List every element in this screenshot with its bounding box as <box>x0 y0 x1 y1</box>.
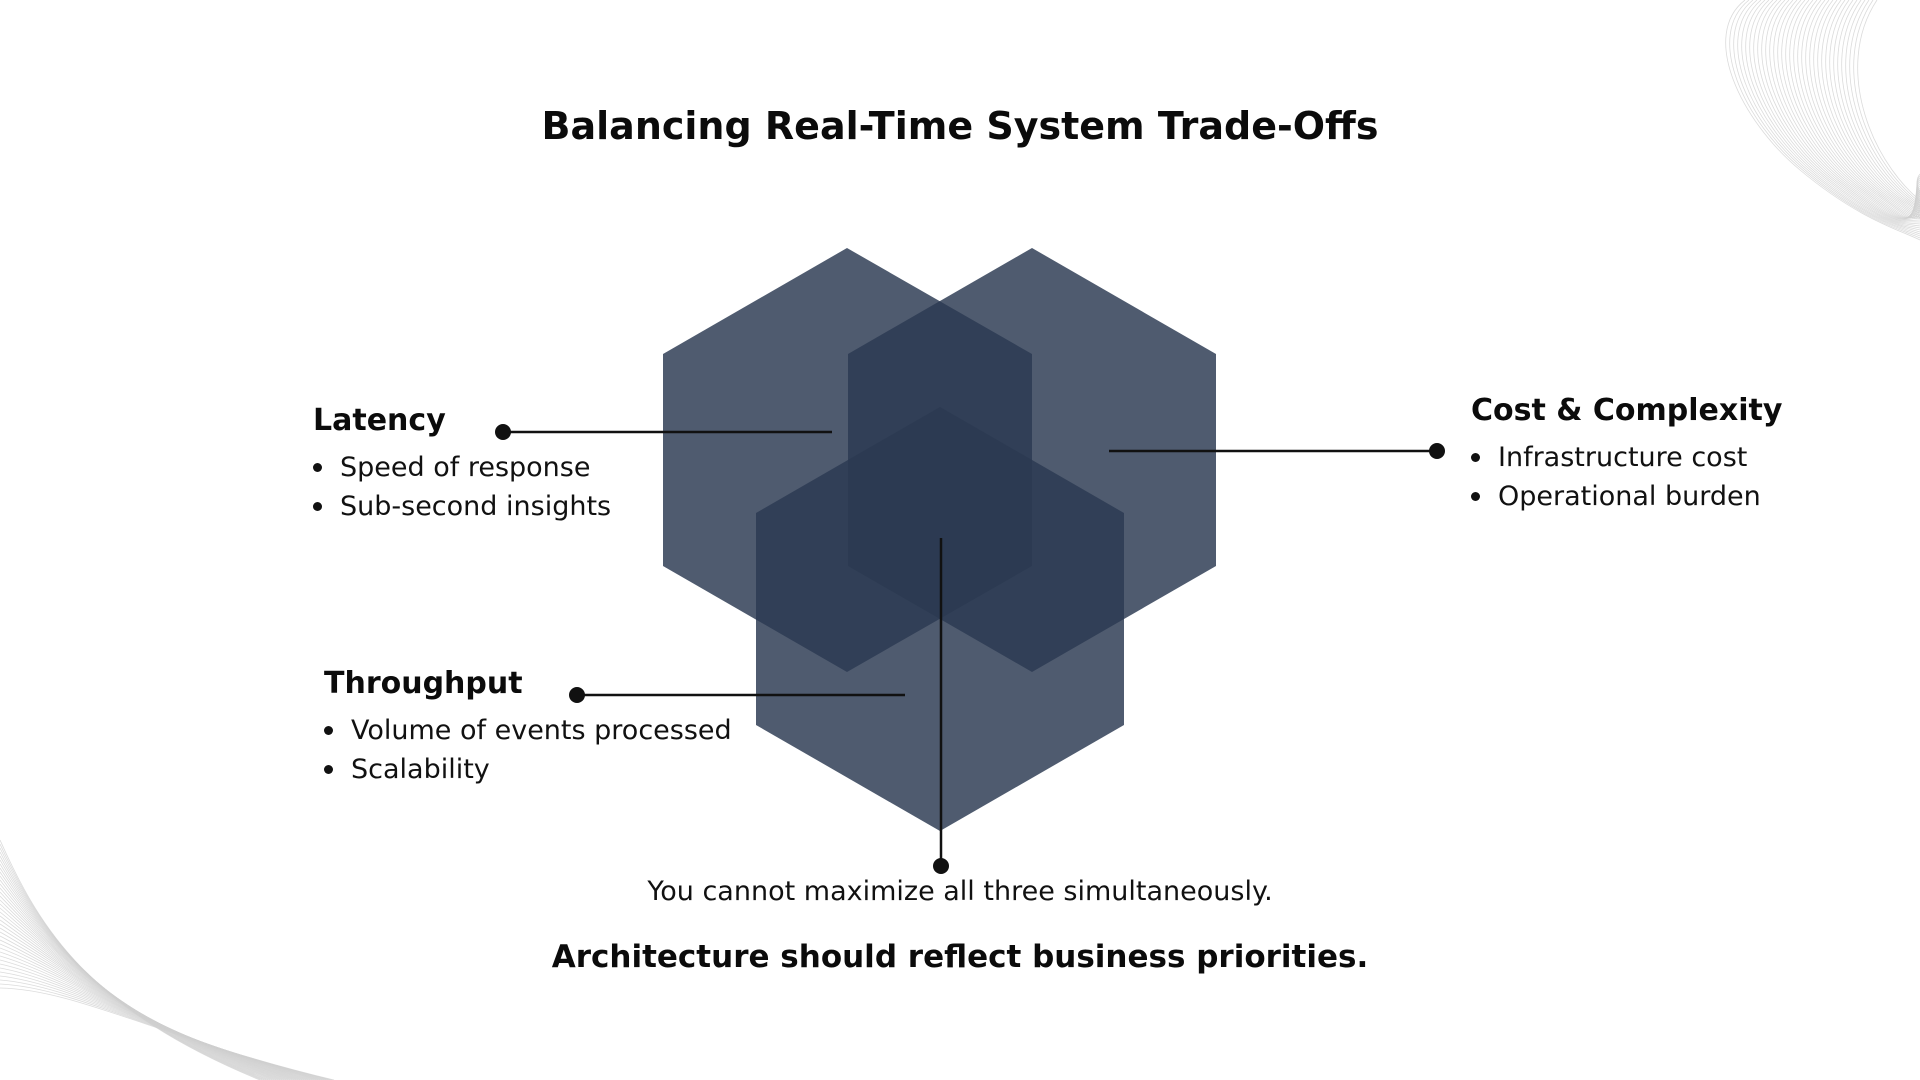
throughput-point-text: Volume of events processed <box>351 715 732 746</box>
list-item: Volume of events processed <box>324 711 732 750</box>
throughput-title: Throughput <box>324 666 523 701</box>
tradeoff-note: You cannot maximize all three simultaneo… <box>647 876 1273 907</box>
bullet-icon <box>324 765 333 774</box>
latency-label-block: Latency Speed of response Sub-second ins… <box>313 403 611 526</box>
throughput-points: Volume of events processed Scalability <box>324 711 732 789</box>
latency-point-text: Speed of response <box>340 452 591 483</box>
cost-complexity-title: Cost & Complexity <box>1471 393 1783 428</box>
cost-point-text: Operational burden <box>1498 481 1761 512</box>
list-item: Scalability <box>324 750 732 789</box>
bottom-left-wave-decoration <box>0 839 335 1080</box>
top-right-wave-decoration <box>1725 0 1920 241</box>
throughput-connector-dot <box>569 687 585 703</box>
bullet-icon <box>324 726 333 735</box>
bullet-icon <box>313 502 322 511</box>
center-connector-dot <box>933 858 949 874</box>
cost-complexity-points: Infrastructure cost Operational burden <box>1471 438 1782 516</box>
cost-point-text: Infrastructure cost <box>1498 442 1748 473</box>
throughput-label-block: Throughput Volume of events processed Sc… <box>324 666 732 789</box>
slide-title: Balancing Real-Time System Trade-Offs <box>541 104 1379 148</box>
conclusion-statement: Architecture should reflect business pri… <box>551 939 1369 975</box>
bullet-icon <box>313 463 322 472</box>
list-item: Sub-second insights <box>313 487 611 526</box>
latency-title: Latency <box>313 403 446 438</box>
list-item: Speed of response <box>313 448 611 487</box>
latency-point-text: Sub-second insights <box>340 491 612 522</box>
bullet-icon <box>1471 492 1480 501</box>
list-item: Operational burden <box>1471 477 1782 516</box>
latency-points: Speed of response Sub-second insights <box>313 448 611 526</box>
latency-connector-dot <box>495 424 511 440</box>
bullet-icon <box>1471 453 1480 462</box>
cost-connector-dot <box>1429 443 1445 459</box>
cost-complexity-label-block: Cost & Complexity Infrastructure cost Op… <box>1471 393 1782 516</box>
throughput-point-text: Scalability <box>351 754 490 785</box>
list-item: Infrastructure cost <box>1471 438 1782 477</box>
